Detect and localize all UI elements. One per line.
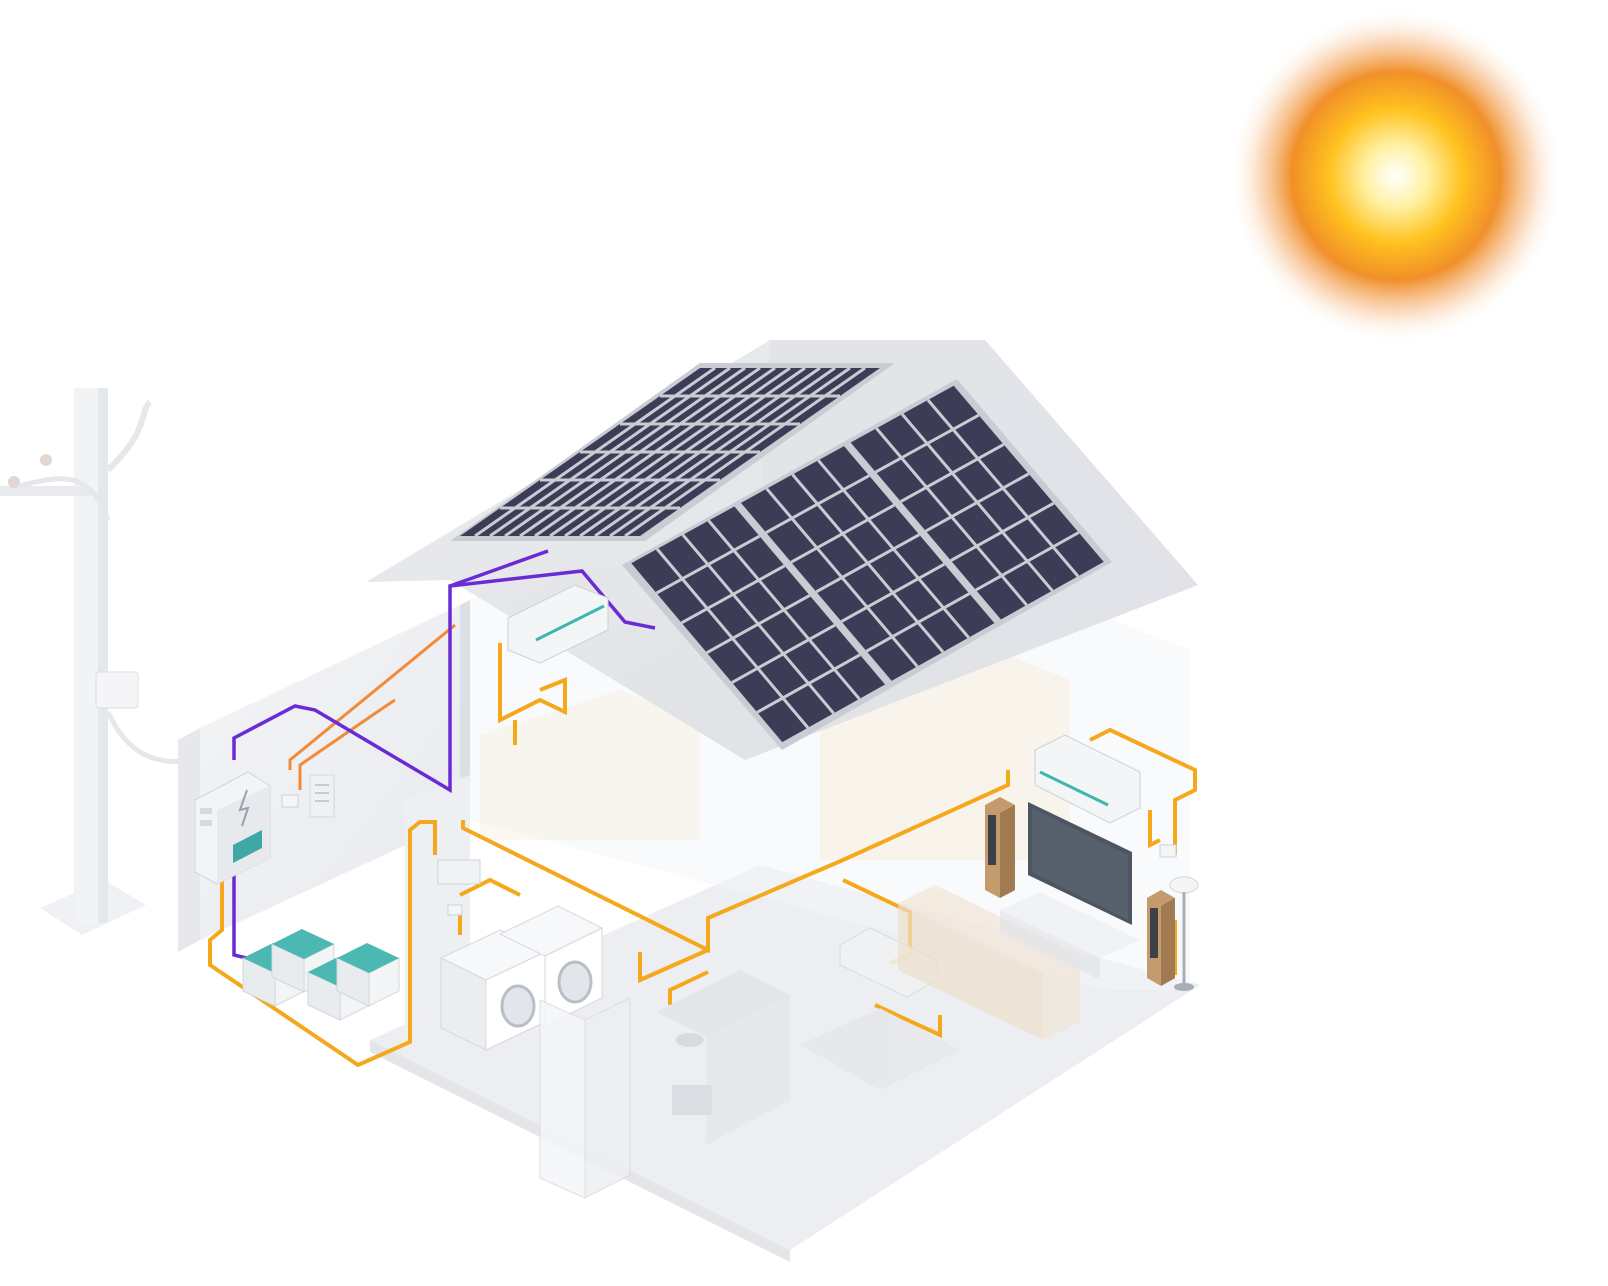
washing-machine-icon [439, 905, 604, 1051]
panel-grid-line [865, 592, 971, 653]
speaker-icon [985, 797, 1175, 986]
fridge-icon [539, 997, 631, 1199]
grid-wiring [288, 623, 456, 790]
panel-grid-line [680, 564, 786, 625]
panel-grid-line [840, 562, 946, 623]
panel-grid-line [731, 623, 836, 684]
panel-grid-line [655, 534, 761, 595]
air-conditioner-icon [507, 584, 1141, 998]
panel-grid-line [756, 653, 861, 714]
sofa-icon [898, 885, 1080, 1040]
battery-icon [242, 929, 400, 1021]
inverter-icon [194, 771, 271, 885]
lamp-icon [1169, 876, 1199, 991]
panel-grid-line [950, 501, 1055, 562]
roof-solar-array-front [622, 379, 1112, 750]
panel-grid-line [815, 533, 920, 594]
ac-wiring [208, 643, 1197, 1068]
panel-grid-line [874, 413, 980, 474]
panel-grid-line [900, 443, 1005, 503]
panel-grid-line [706, 594, 811, 654]
panel-grid-line [765, 474, 870, 534]
breaker-panel [309, 774, 335, 818]
utility-pole-icon [0, 388, 201, 935]
battery-unit [336, 943, 400, 1007]
sun-icon [1228, 8, 1564, 344]
panel-grid-line [790, 503, 895, 564]
tv-stand [1000, 892, 1140, 980]
tv-icon [1028, 802, 1132, 925]
kitchen-icon [539, 970, 960, 1199]
roof-solar-array-back [450, 363, 895, 541]
wall-switches [281, 794, 1177, 916]
panel-grid-line [975, 531, 1080, 592]
panel-grid-line [925, 472, 1030, 533]
